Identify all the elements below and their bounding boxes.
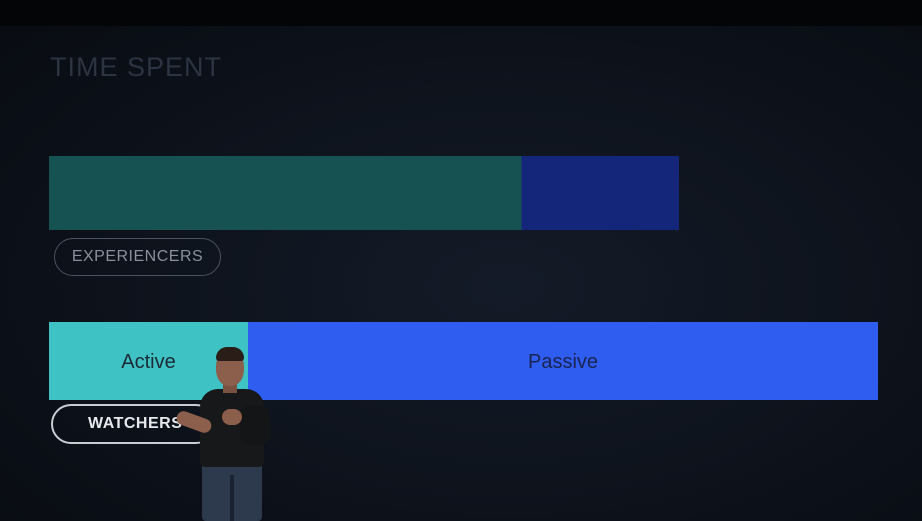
bar-watchers-passive (248, 322, 878, 400)
bar-label-watchers-active: Active (121, 351, 175, 373)
top-dark-band (0, 0, 922, 26)
presenter-person (170, 345, 280, 521)
bar-watchers-active (49, 322, 248, 400)
slide-title: TIME SPENT (50, 52, 223, 82)
bar-label-watchers-passive: Passive (528, 351, 598, 373)
bar-experiencers-active (49, 156, 522, 230)
category-label-experiencers: EXPERIENCERS (54, 238, 221, 276)
bar-experiencers-passive (521, 156, 679, 230)
